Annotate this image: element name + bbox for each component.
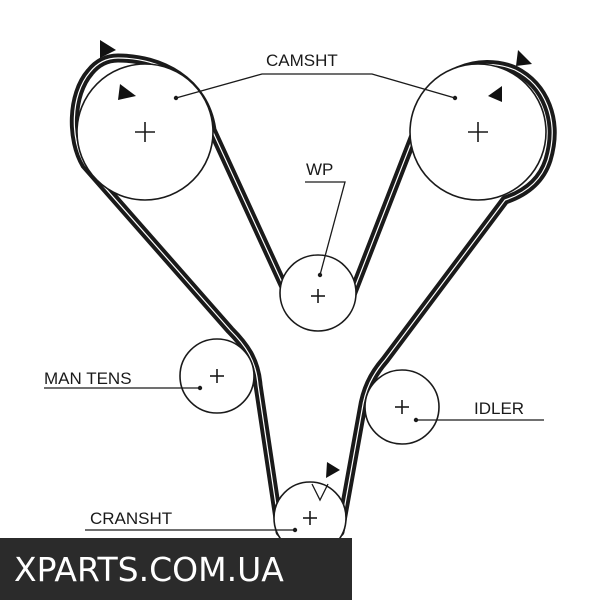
- camshaft-leaders: [173, 73, 458, 101]
- crankshaft-label: CRANSHT: [90, 509, 172, 528]
- water-pump-pulley: [279, 254, 357, 332]
- timing-mark-arrow-icon: [516, 50, 532, 66]
- timing-mark-arrow-icon: [118, 84, 136, 100]
- water-pump-leader: [305, 181, 346, 278]
- watermark-banner: XPARTS.COM.UA: [0, 538, 352, 600]
- water-pump-label: WP: [306, 160, 333, 179]
- idler-pulley: [364, 369, 440, 445]
- manual-tensioner-pulley: [179, 338, 255, 414]
- idler-label: IDLER: [474, 399, 524, 418]
- watermark-text: XPARTS.COM.UA: [14, 549, 284, 589]
- manual-tensioner-leader: [44, 385, 203, 391]
- right-camshaft-pulley: [409, 63, 547, 201]
- camshaft-label: CAMSHT: [266, 51, 338, 70]
- timing-mark-arrow-icon: [326, 462, 340, 478]
- timing-mark-arrow-icon: [488, 86, 502, 102]
- idler-leader: [413, 417, 544, 423]
- crankshaft-pulley: [273, 481, 347, 555]
- left-camshaft-pulley: [76, 63, 214, 201]
- crankshaft-leader: [85, 527, 298, 533]
- manual-tensioner-label: MAN TENS: [44, 369, 132, 388]
- timing-mark-arrow-icon: [100, 40, 116, 58]
